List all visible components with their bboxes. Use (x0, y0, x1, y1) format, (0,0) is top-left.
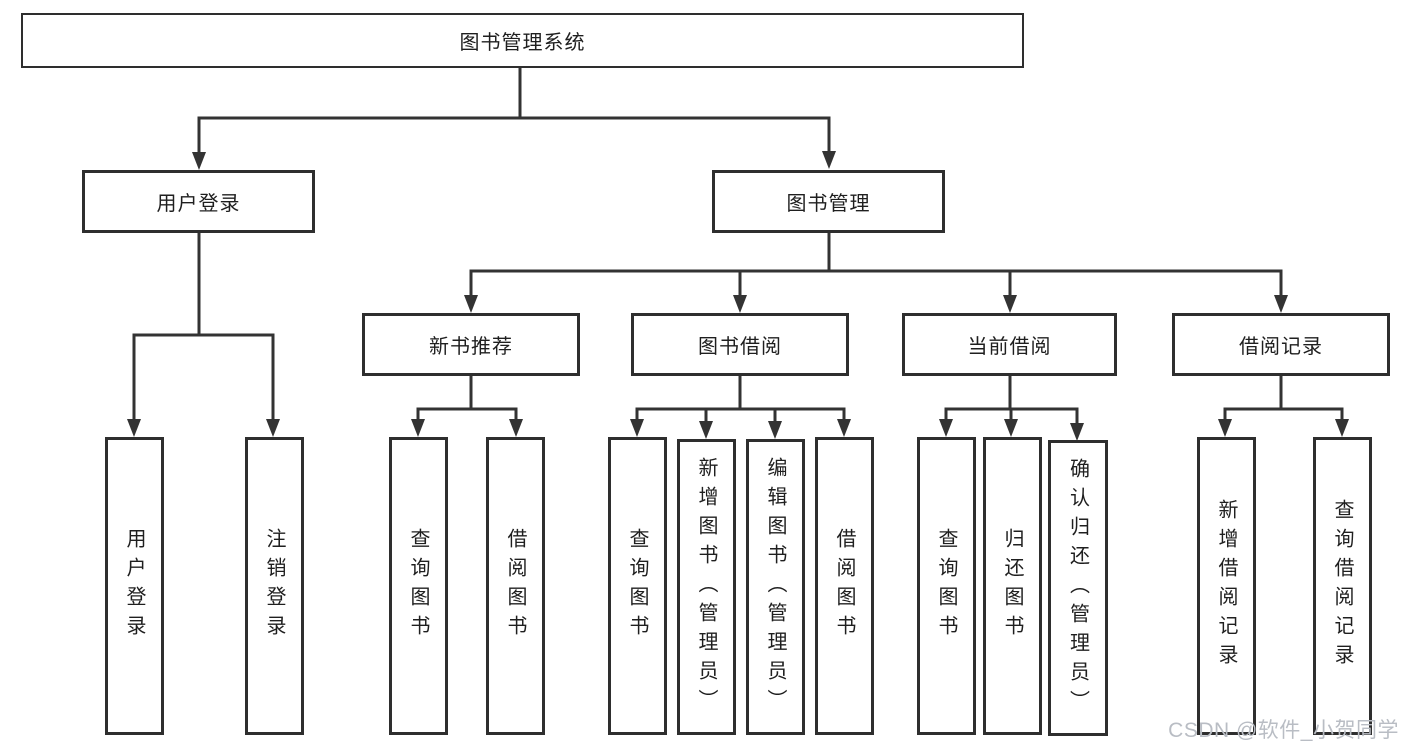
leaf-edit-books-admin: 编辑图书（管理员） (746, 439, 805, 735)
node-label: 新增图书（管理员） (695, 456, 717, 718)
node-label: 图书借阅 (698, 336, 782, 358)
arrowheads-level3 (464, 295, 1288, 313)
node-book-borrowing: 图书借阅 (631, 313, 849, 376)
leaf-add-borrow-record: 新增借阅记录 (1197, 437, 1256, 735)
connector-new-book-branch (416, 376, 518, 421)
node-label: 用户登录 (156, 193, 241, 215)
node-label: 查询图书 (935, 528, 957, 644)
connector-borrow-records-branch (1223, 376, 1344, 421)
leaf-borrow-books: 借阅图书 (815, 437, 874, 735)
node-label: 查询图书 (626, 528, 648, 644)
node-borrow-records: 借阅记录 (1172, 313, 1390, 376)
leaf-query-books-borrow: 查询图书 (608, 437, 667, 735)
node-label: 编辑图书（管理员） (764, 456, 786, 718)
connector-book-mgmt-branch (469, 233, 1283, 297)
arrowheads-book-borrow (630, 419, 851, 439)
leaf-add-books-admin: 新增图书（管理员） (677, 439, 736, 735)
node-label: 查询借阅记录 (1331, 499, 1353, 673)
connector-current-borrow-branch (944, 376, 1079, 425)
leaf-confirm-return-admin: 确认归还（管理员） (1048, 440, 1108, 736)
node-label: 新书推荐 (429, 336, 513, 358)
leaf-user-login: 用户登录 (105, 437, 164, 735)
leaf-borrow-books-recommend: 借阅图书 (486, 437, 545, 735)
arrowheads-user-login (127, 419, 280, 437)
arrowheads-current-borrow (939, 419, 1084, 441)
csdn-watermark: CSDN @软件_小贺同学 (1168, 719, 1399, 742)
leaf-query-books-current: 查询图书 (917, 437, 976, 735)
node-label: 图书管理 (786, 193, 871, 215)
connector-book-borrow-branch (635, 376, 846, 423)
node-new-book-recommend: 新书推荐 (362, 313, 580, 376)
node-label: 查询图书 (407, 528, 429, 644)
node-current-borrowing: 当前借阅 (902, 313, 1117, 376)
arrowheads-borrow-records (1218, 419, 1349, 437)
node-label: 借阅图书 (504, 528, 526, 644)
leaf-return-books: 归还图书 (983, 437, 1042, 735)
leaf-query-borrow-record: 查询借阅记录 (1313, 437, 1372, 735)
leaf-logout: 注销登录 (245, 437, 304, 735)
node-book-management: 图书管理 (712, 170, 945, 233)
arrowheads-level2 (192, 151, 836, 170)
node-label: 用户登录 (123, 528, 145, 644)
node-label: 确认归还（管理员） (1066, 457, 1089, 719)
node-label: 注销登录 (263, 528, 285, 644)
node-label: 图书管理系统 (459, 32, 586, 54)
node-label: 借阅记录 (1239, 336, 1323, 358)
node-label: 归还图书 (1001, 528, 1023, 644)
node-library-management-system: 图书管理系统 (21, 13, 1024, 68)
node-label: 当前借阅 (967, 336, 1052, 358)
connector-user-login-branch (132, 233, 275, 421)
arrowheads-new-book (411, 419, 523, 437)
connector-root-to-level2 (197, 68, 831, 154)
leaf-query-books-recommend: 查询图书 (389, 437, 448, 735)
node-label: 借阅图书 (833, 528, 855, 644)
node-user-login: 用户登录 (82, 170, 315, 233)
node-label: 新增借阅记录 (1215, 499, 1237, 673)
